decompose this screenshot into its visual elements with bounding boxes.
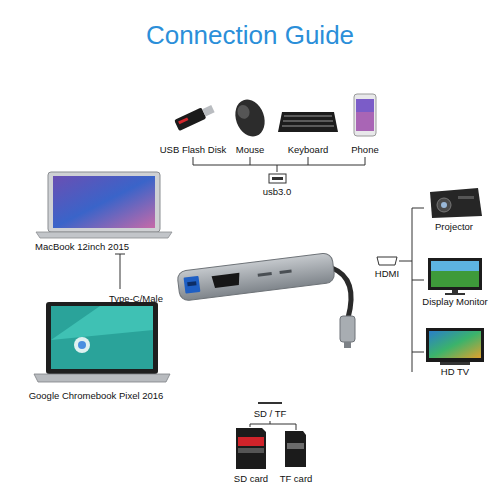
hdmi-bracket	[399, 208, 424, 372]
hd-tv-icon	[426, 328, 484, 365]
sd-tf-bracket	[250, 403, 296, 430]
macbook-icon	[36, 172, 172, 238]
connector-label: Type-C/Male	[109, 293, 163, 305]
chromebook-icon	[34, 302, 170, 382]
usb-port-symbol	[269, 174, 286, 183]
device-label: Phone	[351, 144, 378, 156]
device-label: USB Flash Disk	[160, 144, 227, 156]
display-monitor-icon	[428, 258, 482, 295]
mouse-icon	[230, 95, 269, 140]
port-label: usb3.0	[263, 186, 292, 198]
projector-icon	[430, 188, 482, 218]
device-label: TF card	[280, 473, 313, 485]
hdmi-port-symbol	[377, 257, 397, 265]
sd-card-icon	[236, 428, 266, 469]
device-label: Keyboard	[288, 144, 329, 156]
phone-icon	[354, 94, 376, 136]
device-label: MacBook 12inch 2015	[35, 241, 129, 253]
usb-flash-disk-icon	[174, 103, 215, 131]
port-label: SD / TF	[254, 408, 287, 420]
device-label: Projector	[435, 221, 473, 233]
device-label: Google Chromebook Pixel 2016	[29, 390, 164, 402]
keyboard-icon	[278, 112, 338, 132]
diagram-title: Connection Guide	[146, 20, 354, 50]
device-label: Mouse	[236, 144, 265, 156]
device-label: HD TV	[441, 366, 469, 378]
device-label: Display Monitor	[422, 296, 487, 308]
port-label: HDMI	[375, 268, 399, 280]
usb-c-hub-picture	[177, 252, 355, 348]
device-label: SD card	[234, 473, 268, 485]
usb-bracket	[193, 157, 365, 172]
tf-card-icon	[285, 431, 306, 467]
